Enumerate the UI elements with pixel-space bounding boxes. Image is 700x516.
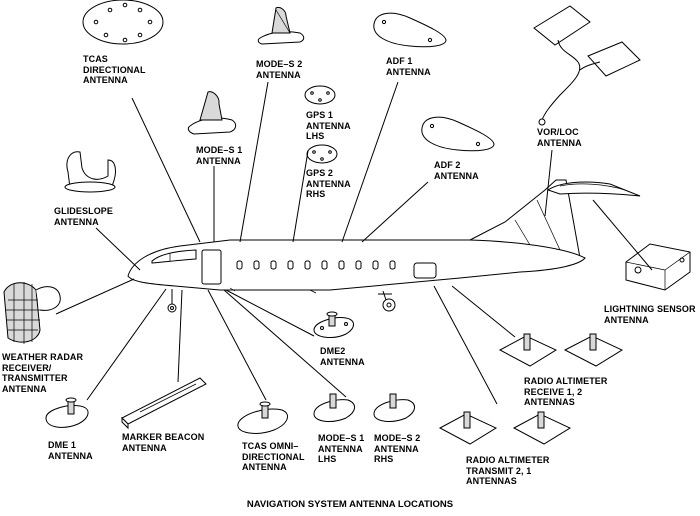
- vor-loc-antenna-drawing: [533, 5, 641, 126]
- weather-radar-drawing: [3, 282, 61, 344]
- lightning-sensor-drawing: [625, 243, 691, 291]
- cabin-windows: [236, 260, 396, 270]
- dme2-antenna-drawing: [313, 311, 354, 338]
- radio-altimeter-receive-drawing: [498, 333, 624, 367]
- aircraft-fuselage: [127, 179, 641, 313]
- mode-s2-top-antenna-drawing: [257, 7, 305, 45]
- leader-lines: [55, 81, 653, 405]
- figure-caption: NAVIGATION SYSTEM ANTENNA LOCATIONS: [246, 499, 454, 510]
- radio-altimeter-transmit-drawing: [438, 411, 572, 445]
- mode-s1-top-antenna-drawing: [187, 91, 237, 135]
- gps1-antenna-drawing: [304, 85, 336, 105]
- adf1-antenna-drawing: [373, 12, 447, 48]
- dme1-antenna-drawing: [45, 397, 89, 428]
- tcas-omni-antenna-drawing: [237, 401, 289, 434]
- marker-beacon-drawing: [121, 377, 207, 430]
- mode-s1-bottom-antenna-drawing: [313, 393, 355, 422]
- mode-s2-bottom-antenna-drawing: [373, 393, 415, 422]
- glideslope-antenna-drawing: [64, 151, 116, 193]
- adf2-antenna-drawing: [421, 116, 495, 152]
- tcas-directional-antenna-drawing: [82, 0, 164, 45]
- gps2-antenna-drawing: [306, 144, 338, 164]
